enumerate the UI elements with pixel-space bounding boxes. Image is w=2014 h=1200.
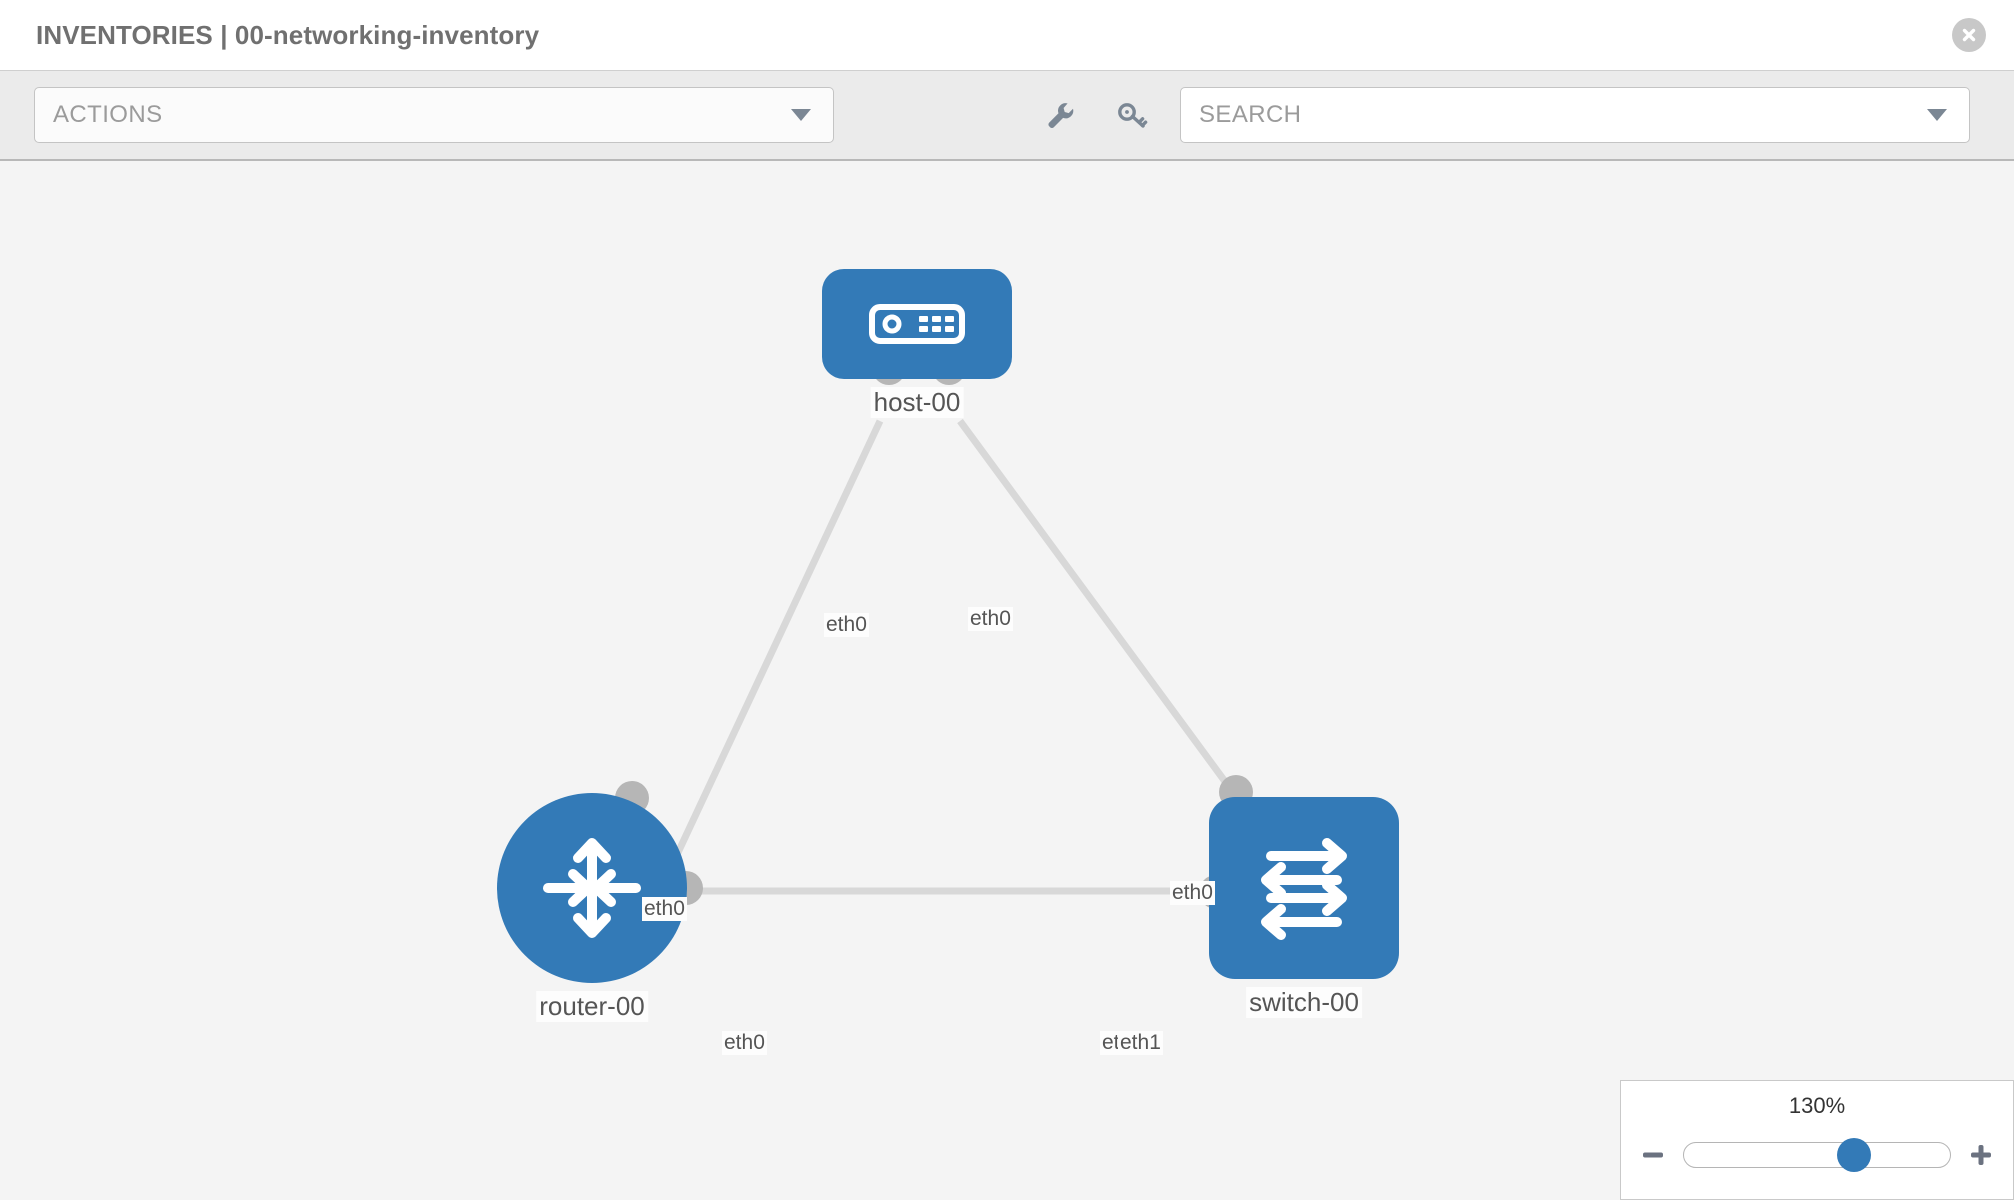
host-node-shape — [822, 269, 1012, 379]
edge-label-switch-up: eth0 — [1170, 881, 1215, 905]
wrench-icon[interactable] — [1040, 95, 1080, 135]
server-icon — [869, 304, 965, 344]
key-icon[interactable] — [1112, 95, 1152, 135]
actions-dropdown[interactable]: ACTIONS — [34, 87, 834, 143]
node-router-00[interactable]: router-00 — [497, 781, 703, 1022]
actions-dropdown-label: ACTIONS — [53, 101, 163, 128]
switch-icon — [1261, 838, 1347, 940]
edge-label-router-up: eth0 — [642, 897, 687, 921]
zoom-level-value: 130% — [1788, 1093, 1846, 1118]
edge-label-host-left: eth0 — [824, 613, 869, 637]
node-label-host-00: host-00 — [870, 387, 964, 418]
edge-label-host-right: eth0 — [968, 607, 1013, 631]
zoom-slider-row — [1621, 1133, 2013, 1177]
toolbar-icon-group — [1040, 95, 1152, 135]
close-icon[interactable] — [1952, 18, 1986, 52]
topology-edges — [656, 418, 1235, 895]
node-switch-00[interactable]: switch-00 — [1199, 775, 1399, 1018]
router-node-shape — [497, 793, 687, 983]
node-label-switch-00: switch-00 — [1246, 987, 1362, 1018]
node-label-router-00: router-00 — [536, 991, 648, 1022]
page-header: INVENTORIES | 00-networking-inventory — [0, 0, 2014, 70]
topology-canvas[interactable]: host-00 eth0 eth0 — [0, 161, 2014, 1200]
search-input[interactable]: SEARCH — [1180, 87, 1970, 143]
edge-label-router-right: eth0 — [722, 1031, 767, 1055]
chevron-down-icon[interactable] — [1927, 109, 1947, 121]
page-title: INVENTORIES | 00-networking-inventory — [36, 19, 540, 50]
edge-label-switch-left: eth1 — [1118, 1031, 1163, 1055]
minus-icon[interactable] — [1639, 1141, 1667, 1169]
zoom-slider-thumb[interactable] — [1837, 1138, 1872, 1172]
zoom-control-panel: 130% — [1620, 1080, 2014, 1200]
toolbar: ACTIONS SEARCH — [0, 70, 2014, 161]
plus-icon[interactable] — [1967, 1141, 1995, 1169]
zoom-slider[interactable] — [1683, 1138, 1951, 1172]
switch-node-shape — [1209, 797, 1399, 979]
search-placeholder: SEARCH — [1199, 101, 1302, 128]
chevron-down-icon — [791, 109, 811, 121]
router-icon — [543, 838, 641, 938]
node-host-00[interactable]: host-00 — [822, 269, 1012, 418]
